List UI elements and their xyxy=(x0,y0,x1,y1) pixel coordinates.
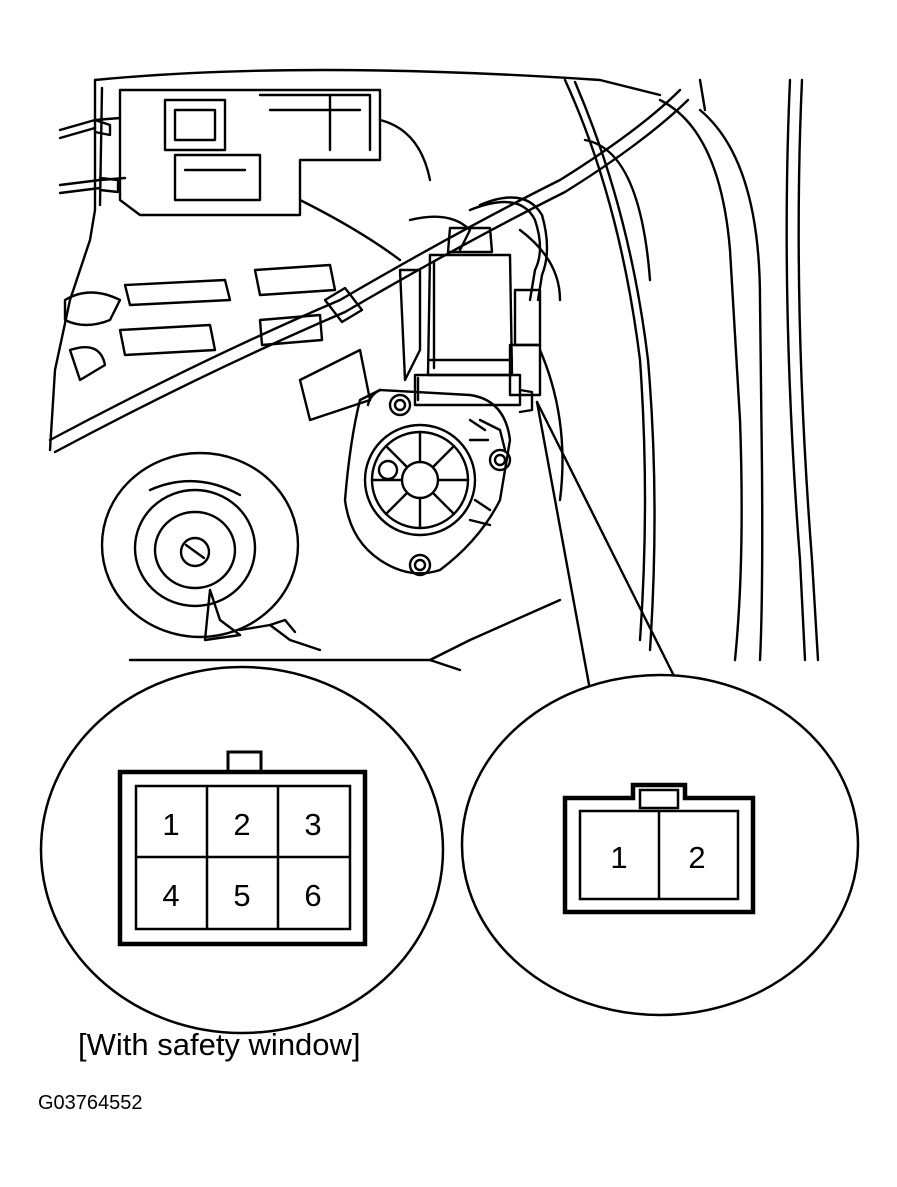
regulator-gearbox xyxy=(343,388,512,577)
figure-code: G03764552 xyxy=(38,1092,143,1114)
pin-label-6pin-6: 6 xyxy=(304,878,321,913)
connector-6pin-view: 1 2 3 4 5 6 xyxy=(39,665,445,1035)
diagram-caption: [With safety window] xyxy=(78,1027,361,1062)
speaker xyxy=(100,451,322,652)
pin-label-6pin-3: 3 xyxy=(304,807,321,842)
pin-label-2pin-2: 2 xyxy=(688,840,705,875)
callout-pointer xyxy=(535,400,677,692)
pin-label-6pin-2: 2 xyxy=(233,807,250,842)
pin-label-2pin-1: 1 xyxy=(610,840,627,875)
pin-label-6pin-4: 4 xyxy=(162,878,179,913)
pin-label-6pin-5: 5 xyxy=(233,878,250,913)
window-motor xyxy=(413,226,542,414)
connector-2pin-view: 1 2 xyxy=(460,673,860,1017)
pin-label-6pin-1: 1 xyxy=(162,807,179,842)
door-inner-panel xyxy=(48,68,820,672)
door-handle-assembly xyxy=(58,88,432,262)
panel-cutouts xyxy=(63,215,564,502)
